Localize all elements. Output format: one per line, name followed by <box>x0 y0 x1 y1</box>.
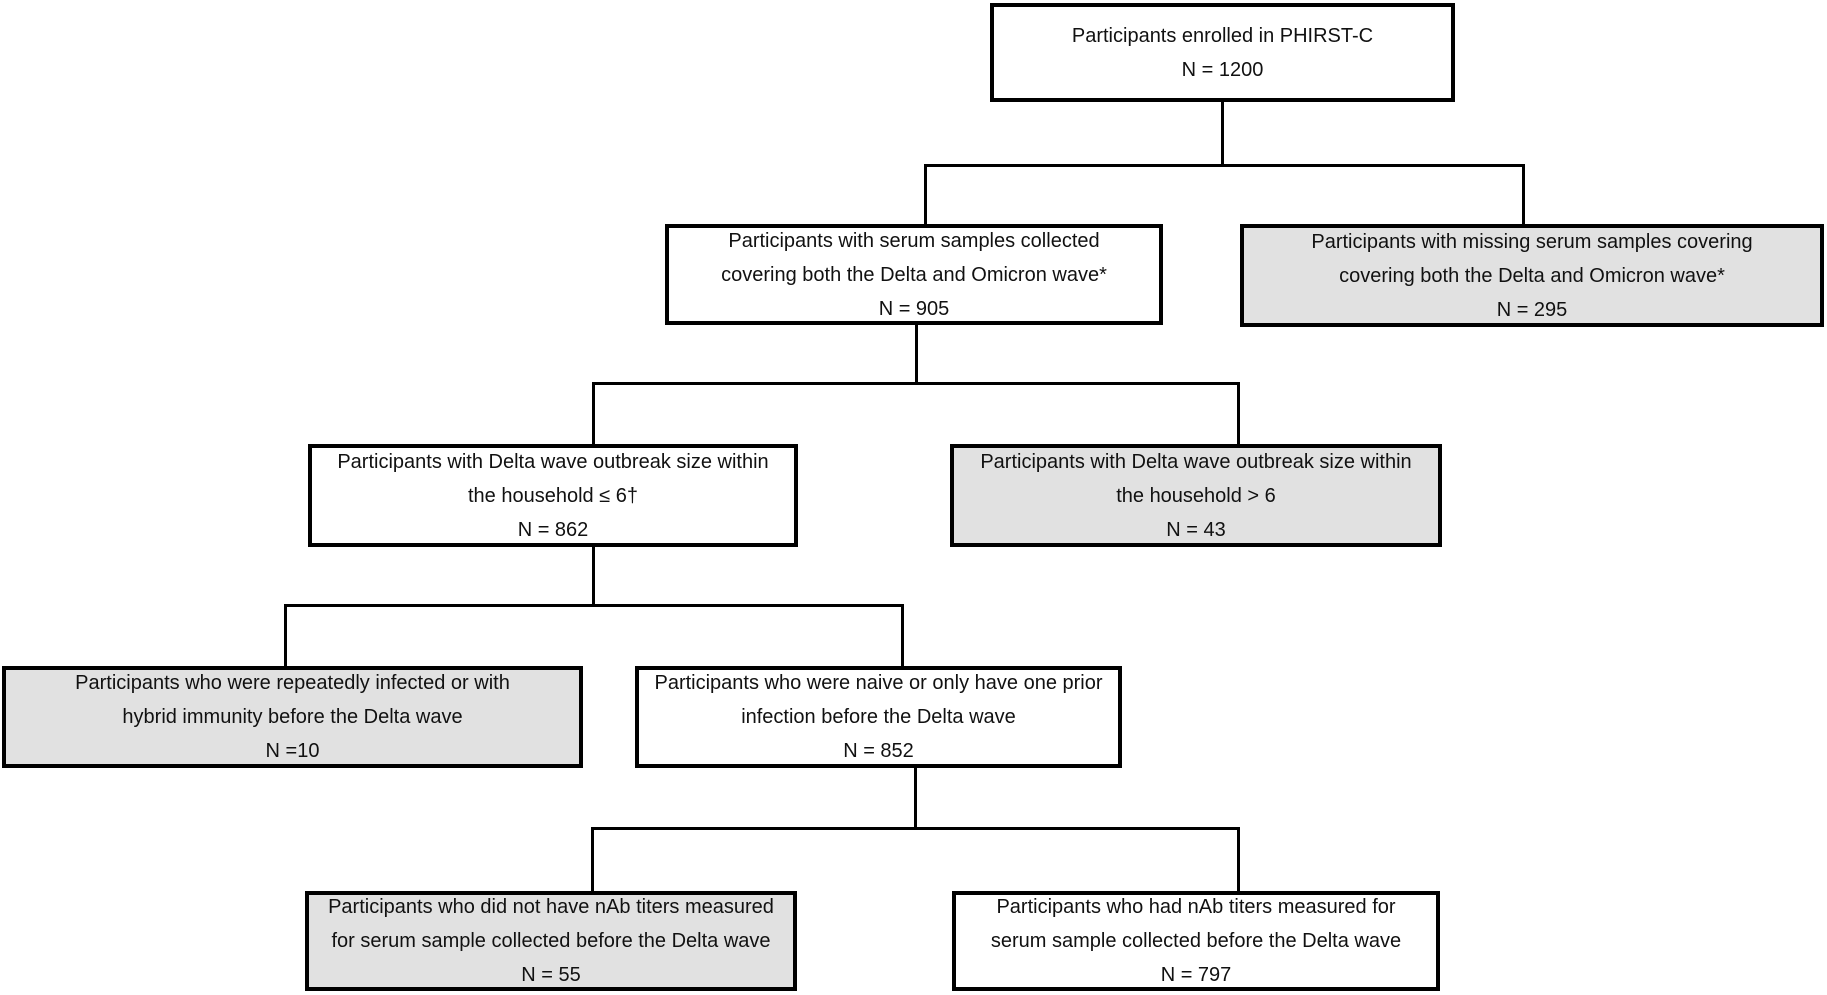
node-count: N = 1200 <box>1181 58 1264 81</box>
node-count: N =10 <box>265 740 320 762</box>
node-label: Participants with Delta wave outbreak si… <box>337 450 769 507</box>
node-label: Participants enrolled in PHIRST-C <box>1071 24 1374 47</box>
connector-segment <box>283 603 904 607</box>
connector-segment <box>1220 102 1224 165</box>
node-count: N = 905 <box>878 297 950 320</box>
connector-segment <box>283 605 287 666</box>
flow-node-outbreak-le6: Participants with Delta wave outbreak si… <box>308 444 798 547</box>
flow-node-nab-titers-measured: Participants who had nAb titers measured… <box>952 891 1440 991</box>
node-label: Participants who were repeatedly infecte… <box>75 672 510 728</box>
flow-node-no-nab-titers: Participants who did not have nAb titers… <box>305 891 797 991</box>
connector-segment <box>1521 165 1525 224</box>
flow-node-outbreak-gt6: Participants with Delta wave outbreak si… <box>950 444 1442 547</box>
node-count: N = 862 <box>517 518 589 541</box>
connector-segment <box>1236 828 1240 891</box>
node-label: Participants who had nAb titers measured… <box>990 896 1402 952</box>
flow-node-serum-collected: Participants with serum samples collecte… <box>665 224 1163 325</box>
node-label: Participants with Delta wave outbreak si… <box>980 450 1412 507</box>
node-count: N = 55 <box>521 964 581 986</box>
connector-segment <box>900 605 904 666</box>
connector-segment <box>1236 383 1240 444</box>
node-count: N = 43 <box>1166 518 1226 541</box>
connector-segment <box>591 381 1240 385</box>
flow-node-enrolled: Participants enrolled in PHIRST-C N = 12… <box>990 3 1455 102</box>
connector-segment <box>914 325 918 383</box>
connector-segment <box>591 383 595 444</box>
flow-node-repeat-hybrid: Participants who were repeatedly infecte… <box>2 666 583 768</box>
connector-segment <box>923 163 1525 167</box>
node-label: Participants with missing serum samples … <box>1311 230 1753 287</box>
flow-node-naive-one-prior: Participants who were naive or only have… <box>635 666 1122 768</box>
node-count: N = 852 <box>843 740 914 762</box>
connector-segment <box>591 547 595 605</box>
node-count: N = 295 <box>1496 298 1568 321</box>
connector-segment <box>590 828 594 891</box>
node-label: Participants who did not have nAb titers… <box>328 896 774 952</box>
node-label: Participants who were naive or only have… <box>654 672 1103 728</box>
connector-segment <box>913 768 917 828</box>
flow-node-serum-missing: Participants with missing serum samples … <box>1240 224 1824 327</box>
connector-segment <box>923 165 927 224</box>
node-count: N = 797 <box>1160 964 1232 986</box>
connector-segment <box>590 826 1240 830</box>
node-label: Participants with serum samples collecte… <box>721 229 1107 286</box>
